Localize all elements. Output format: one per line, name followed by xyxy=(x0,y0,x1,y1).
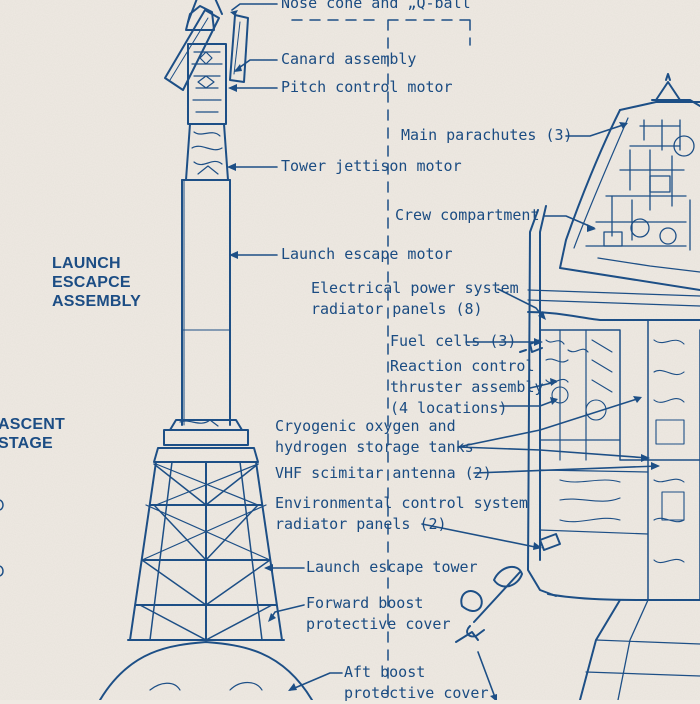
antenna-drawing xyxy=(455,565,523,643)
leader-lines xyxy=(228,3,659,700)
label-fuel-cells: Fuel cells (3) xyxy=(390,332,517,350)
edge-marks xyxy=(0,499,4,577)
label-forward-boost-cover: Forward boost protective cover xyxy=(306,594,451,633)
section-launch-escape-assembly: LAUNCH ESCAPCE ASSEMBLY xyxy=(52,254,141,311)
label-eps-radiator-panels: Electrical power system radiator panels … xyxy=(311,279,519,318)
label-launch-escape-tower: Launch escape tower xyxy=(306,558,478,576)
centerline-dashed xyxy=(387,19,471,700)
label-rcs-thruster-assembly: Reaction control thruster assembly (4 lo… xyxy=(390,357,544,417)
launch-escape-assembly-drawing xyxy=(99,0,313,700)
section-ascent-stage: ASCENT STAGE xyxy=(0,415,65,453)
section-line: STAGE xyxy=(0,435,53,452)
label-main-parachutes: Main parachutes (3) xyxy=(401,126,573,144)
label-nose-cone: Nose cone and „Q-ball xyxy=(281,0,471,12)
label-pitch-control-motor: Pitch control motor xyxy=(281,78,453,96)
arrowheads xyxy=(227,10,660,700)
label-vhf-scimitar-antenna: VHF scimitar antenna (2) xyxy=(275,464,492,482)
label-aft-boost-cover: Aft boost protective cover xyxy=(344,663,489,702)
label-canard-assembly: Canard assembly xyxy=(281,50,417,68)
label-ecs-radiator-panels: Environmental control system radiator pa… xyxy=(275,494,528,533)
label-tower-jettison-motor: Tower jettison motor xyxy=(281,157,462,175)
section-line: ESCAPCE xyxy=(52,274,131,291)
label-cryogenic-tanks: Cryogenic oxygen and hydrogen storage ta… xyxy=(275,417,474,456)
label-crew-compartment: Crew compartment xyxy=(395,206,540,224)
label-launch-escape-motor: Launch escape motor xyxy=(281,245,453,263)
section-line: ASCENT xyxy=(0,416,65,433)
command-service-module-drawing xyxy=(519,73,700,700)
section-line: ASSEMBLY xyxy=(52,293,142,310)
section-line: LAUNCH xyxy=(52,255,121,272)
